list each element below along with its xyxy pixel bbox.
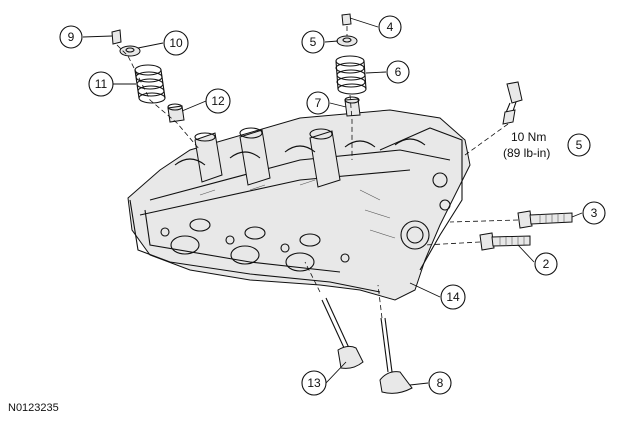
callout-13: 13 xyxy=(301,370,327,396)
callout-7: 7 xyxy=(306,91,330,115)
torque-imperial: (89 lb-in) xyxy=(503,146,550,160)
callout-6-label: 6 xyxy=(395,65,402,79)
callout-8-label: 8 xyxy=(437,376,444,390)
callout-4-label: 4 xyxy=(387,20,394,34)
callout-14: 14 xyxy=(440,284,466,310)
cylinder-head xyxy=(127,109,471,301)
callout-2: 2 xyxy=(534,252,558,276)
callout-13-label: 13 xyxy=(307,376,321,390)
callout-5-sensor: 5 xyxy=(567,133,591,157)
callouts: 9 10 11 12 4 5 6 7 xyxy=(59,15,606,396)
callout-12-label: 12 xyxy=(211,94,225,108)
valve-13 xyxy=(304,261,364,369)
callout-2-label: 2 xyxy=(543,257,550,271)
document-id: N0123235 xyxy=(8,402,59,414)
callout-12: 12 xyxy=(205,88,231,114)
callout-5-top: 5 xyxy=(301,30,325,54)
valve-spring-right xyxy=(335,55,367,95)
callout-4: 4 xyxy=(378,15,402,39)
callout-10: 10 xyxy=(163,30,189,56)
callout-14-label: 14 xyxy=(446,290,460,304)
callout-9: 9 xyxy=(59,25,83,49)
callout-5-sensor-label: 5 xyxy=(576,138,583,152)
sensor-part xyxy=(464,81,523,156)
torque-spec: 10 Nm (89 lb-in) xyxy=(503,130,550,160)
bolt-3 xyxy=(449,210,573,229)
callout-10-label: 10 xyxy=(169,36,183,50)
callout-8: 8 xyxy=(428,371,452,395)
leader-lines xyxy=(82,17,583,386)
callout-6: 6 xyxy=(386,60,410,84)
callout-3: 3 xyxy=(582,201,606,225)
bolt-2 xyxy=(424,232,531,251)
valve-spring-left xyxy=(134,64,166,104)
callout-5-top-label: 5 xyxy=(310,35,317,49)
callout-11: 11 xyxy=(88,71,114,97)
torque-metric: 10 Nm xyxy=(511,130,546,144)
left-valve-stack xyxy=(111,29,201,151)
callout-9-label: 9 xyxy=(68,30,75,44)
right-valve-stack xyxy=(335,13,367,160)
callout-7-label: 7 xyxy=(315,96,322,110)
callout-3-label: 3 xyxy=(591,206,598,220)
callout-11-label: 11 xyxy=(95,77,108,91)
valve-8 xyxy=(377,284,413,394)
